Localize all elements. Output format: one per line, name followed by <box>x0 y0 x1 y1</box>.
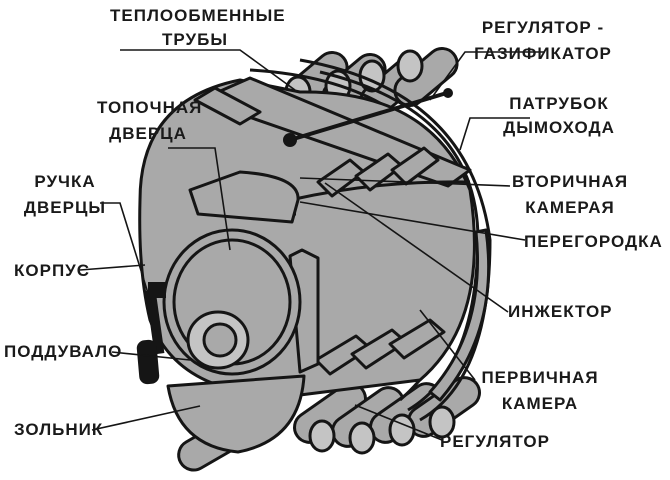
label-injector: ИНЖЕКТОР <box>508 302 613 321</box>
label-line: ВТОРИЧНАЯ <box>511 172 629 191</box>
label-door-handle: РУЧКА ДВЕРЦЫ <box>22 172 108 218</box>
label-line: РУЧКА <box>34 172 96 191</box>
label-ash-pan: ЗОЛЬНИК <box>14 420 104 439</box>
label-line: ДВЕРЦЫ <box>23 198 107 217</box>
label-heat-exchange-tubes: ТЕПЛООБМЕННЫЕ ТРУБЫ <box>110 6 286 50</box>
label-line: ПЕРВИЧНАЯ <box>481 368 599 387</box>
label-partition: ПЕРЕГОРОДКА <box>524 232 663 251</box>
label-line: ТЕПЛООБМЕННЫЕ <box>110 6 286 25</box>
label-line: ТОПОЧНАЯ <box>97 98 203 117</box>
label-secondary-chamber: ВТОРИЧНАЯ КАМЕРАЯ <box>505 172 635 218</box>
label-firebox-door: ТОПОЧНАЯ ДВЕРЦА <box>97 98 203 144</box>
label-chimney-pipe: ПАТРУБОК ДЫМОХОДА <box>500 94 618 138</box>
label-regulator: РЕГУЛЯТОР <box>440 432 550 451</box>
label-line: ДВЕРЦА <box>109 124 187 143</box>
leader-lines <box>79 49 545 441</box>
firebox-door <box>136 228 320 385</box>
label-ash-door: ПОДДУВАЛО <box>4 342 123 361</box>
label-line: КАМЕРАЯ <box>525 198 615 217</box>
label-line: ПАТРУБОК <box>509 94 609 113</box>
label-body: КОРПУС <box>14 261 91 280</box>
label-line: ТРУБЫ <box>162 30 228 49</box>
label-line: ДЫМОХОДА <box>503 118 615 137</box>
label-line: КАМЕРА <box>501 394 579 413</box>
label-line: РЕГУЛЯТОР - <box>481 18 605 37</box>
label-primary-chamber: ПЕРВИЧНАЯ КАМЕРА <box>475 368 605 414</box>
regulator-gasifier-rod <box>283 88 453 147</box>
label-line: ГАЗИФИКАТОР <box>474 44 612 63</box>
label-regulator-gasifier: РЕГУЛЯТОР - ГАЗИФИКАТОР <box>468 18 618 64</box>
ash-pan <box>166 374 306 454</box>
